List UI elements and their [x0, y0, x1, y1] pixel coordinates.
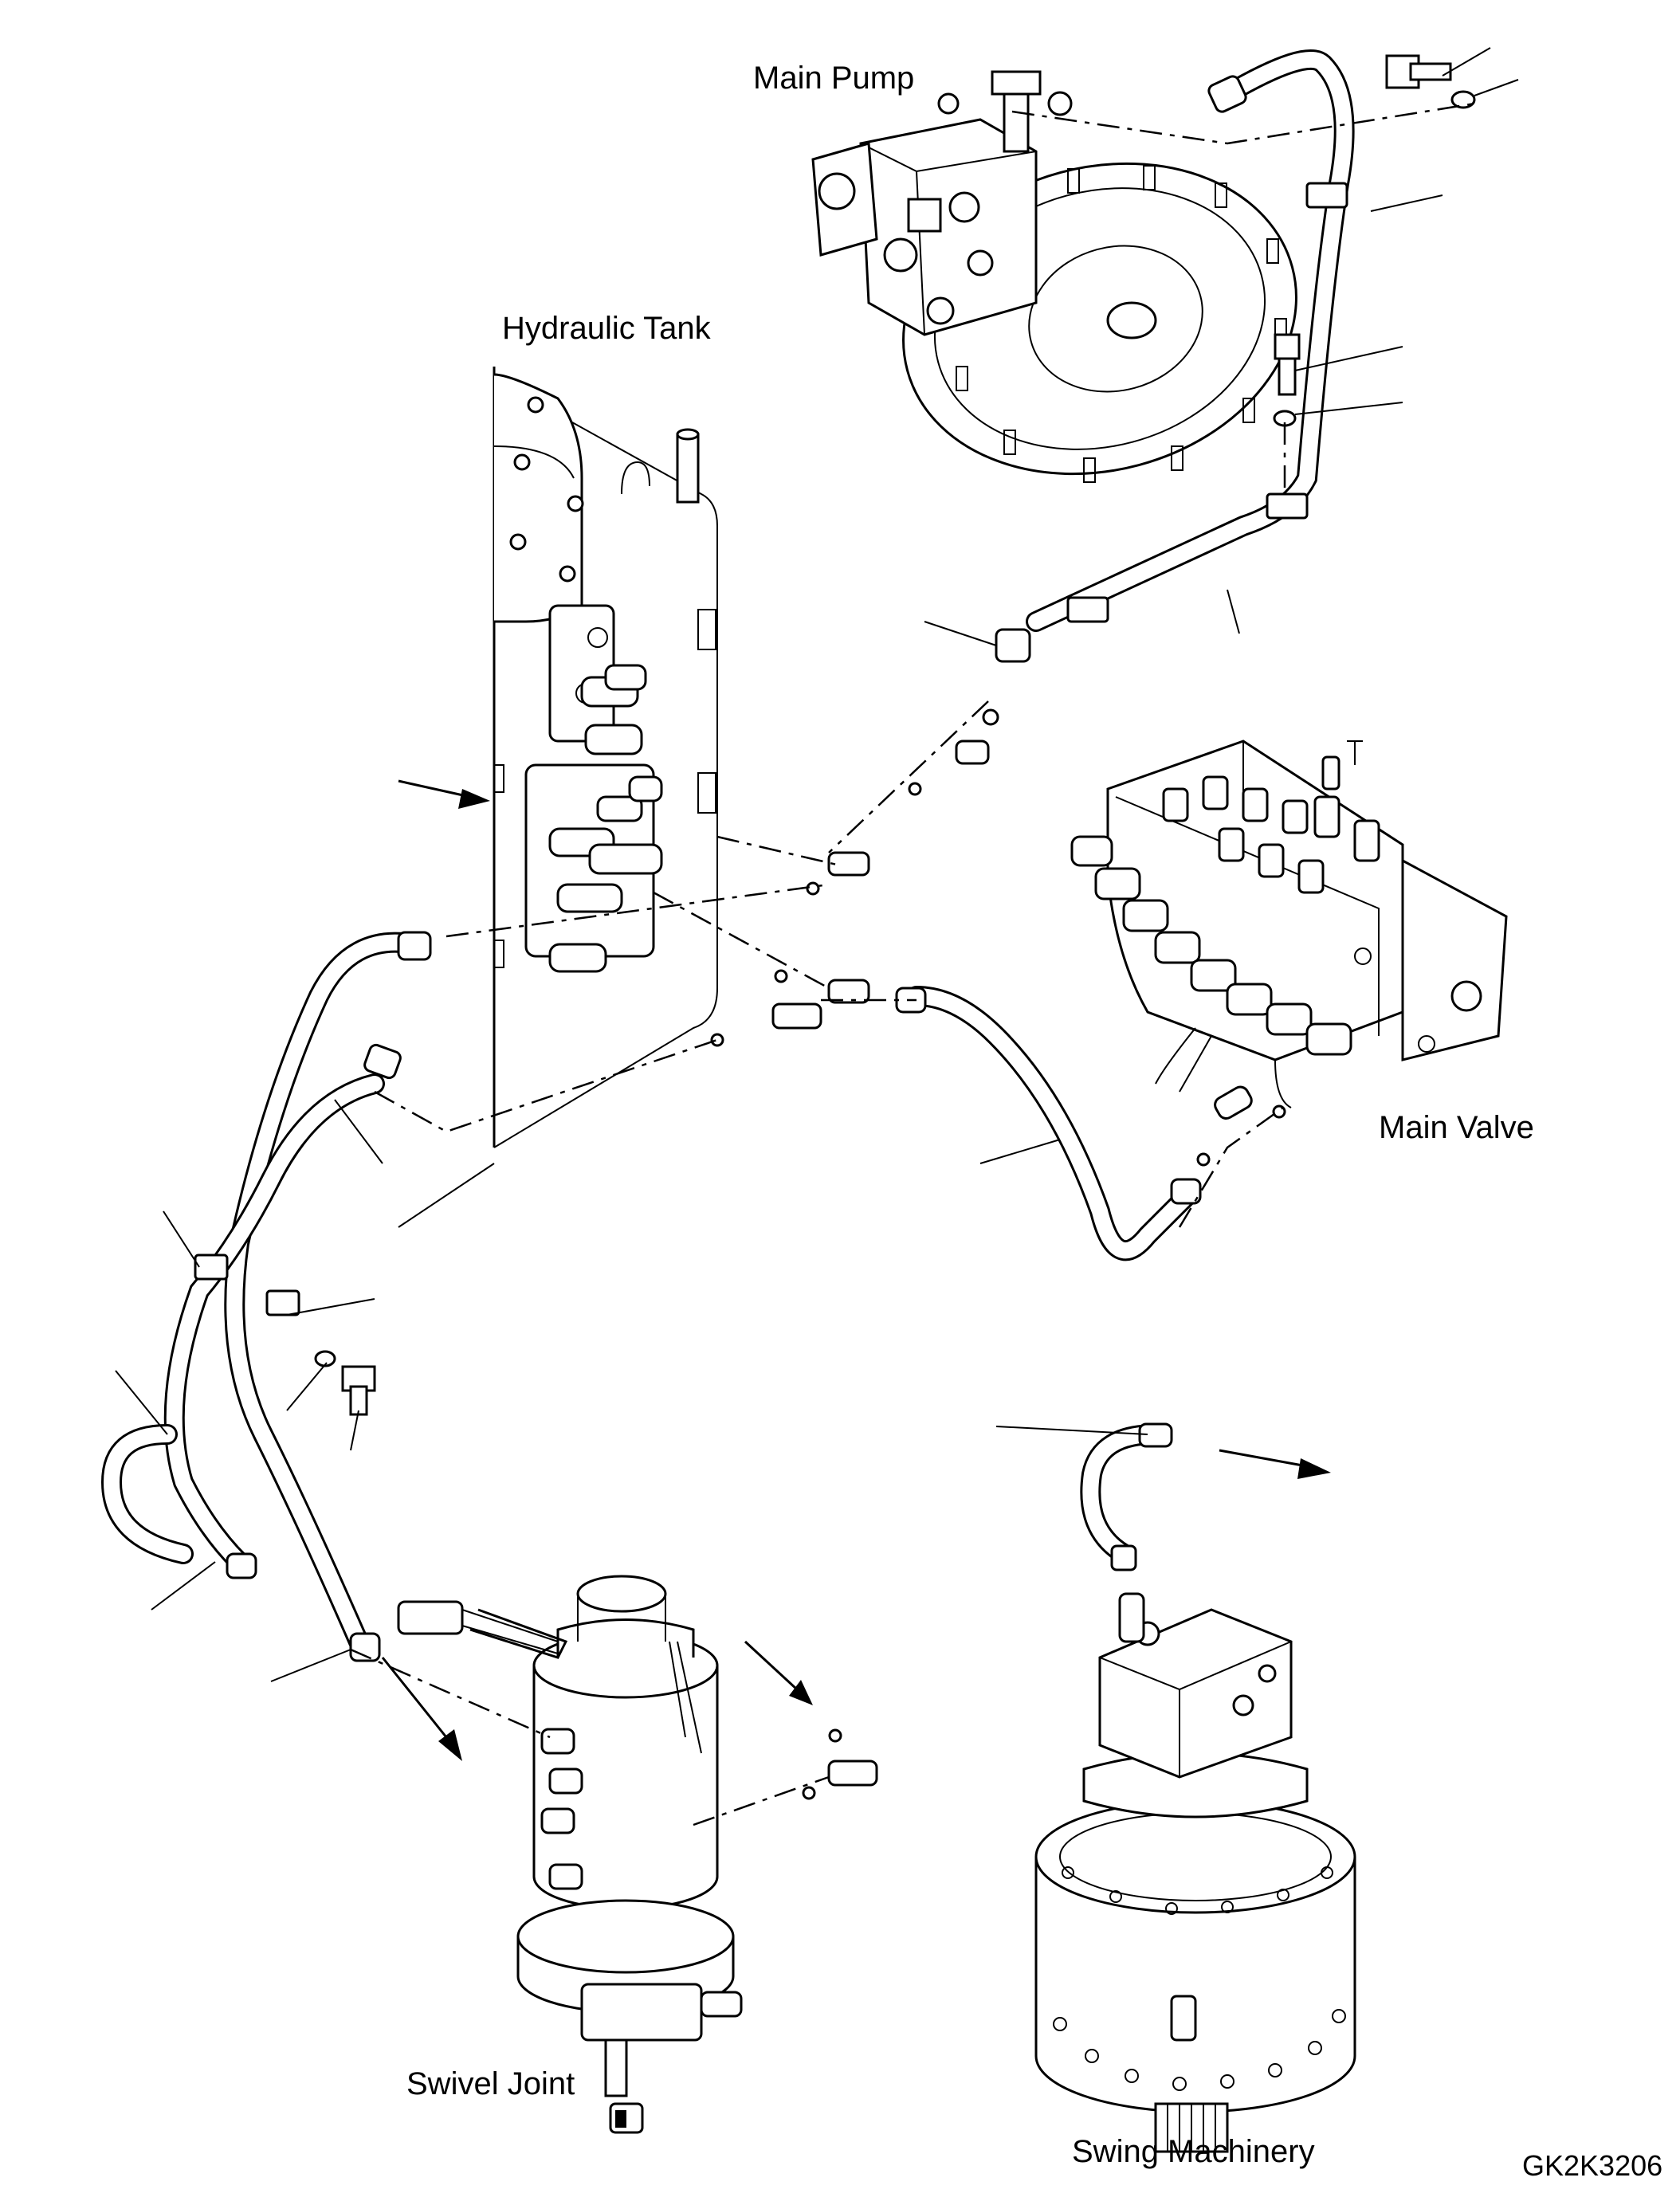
main-pump-label: Main Pump: [753, 61, 915, 96]
leader-lines: [115, 47, 1519, 1761]
swing-machinery-drawing: [1034, 1592, 1356, 2153]
drawing-code-label: GK2K3206: [1522, 2149, 1663, 2182]
main-pump-drawing: [811, 70, 1297, 483]
swing-machinery-label: Swing Machinery: [1072, 2134, 1315, 2169]
swivel-joint-drawing: [397, 1575, 743, 2134]
main-valve-label: Main Valve: [1379, 1110, 1534, 1145]
hose-lines: [100, 49, 1355, 1662]
main-valve-drawing: [1070, 740, 1508, 1108]
swivel-joint-label: Swivel Joint: [406, 2066, 575, 2101]
hydraulic-tank-drawing: [493, 367, 718, 1148]
assembly-center-lines: [350, 102, 1475, 1826]
hydraulic-tank-label: Hydraulic Tank: [502, 311, 711, 346]
small-parts: [314, 54, 1476, 1800]
